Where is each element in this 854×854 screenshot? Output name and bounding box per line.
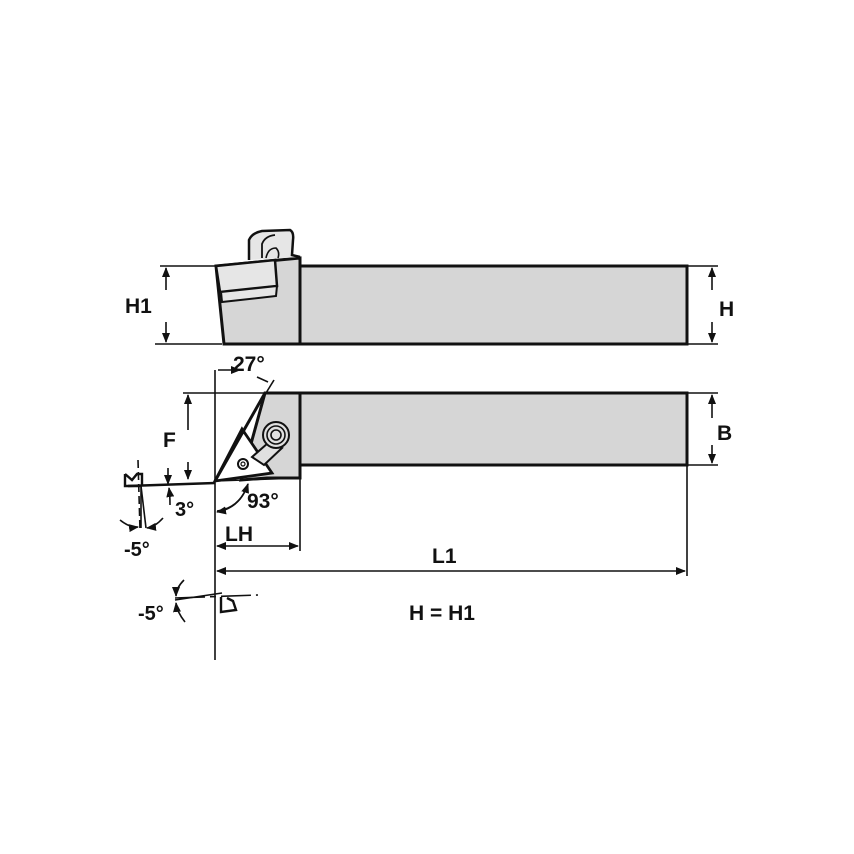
label-h1: H1 [125, 295, 152, 318]
insert-screw-icon [237, 458, 249, 470]
rake-angle-symbol-left [119, 459, 164, 533]
label-angle-neg5-bottom: -5° [138, 603, 164, 625]
plan-shank [298, 391, 689, 467]
side-shank [298, 264, 689, 346]
label-b: B [717, 422, 732, 445]
label-lh: LH [225, 523, 253, 546]
label-equation: H = H1 [409, 602, 475, 625]
label-angle-93: 93° [247, 490, 279, 513]
label-angle-27: 27° [233, 353, 265, 376]
side-insert-seat [219, 284, 279, 304]
label-angle-3: 3° [175, 499, 194, 521]
label-h: H [719, 298, 734, 321]
label-f: F [163, 429, 176, 452]
plan-view [119, 366, 718, 660]
side-view [155, 228, 718, 346]
label-l1: L1 [432, 545, 457, 568]
label-angle-neg5-left: -5° [124, 539, 150, 561]
rake-angle-symbol-bottom [172, 579, 259, 623]
